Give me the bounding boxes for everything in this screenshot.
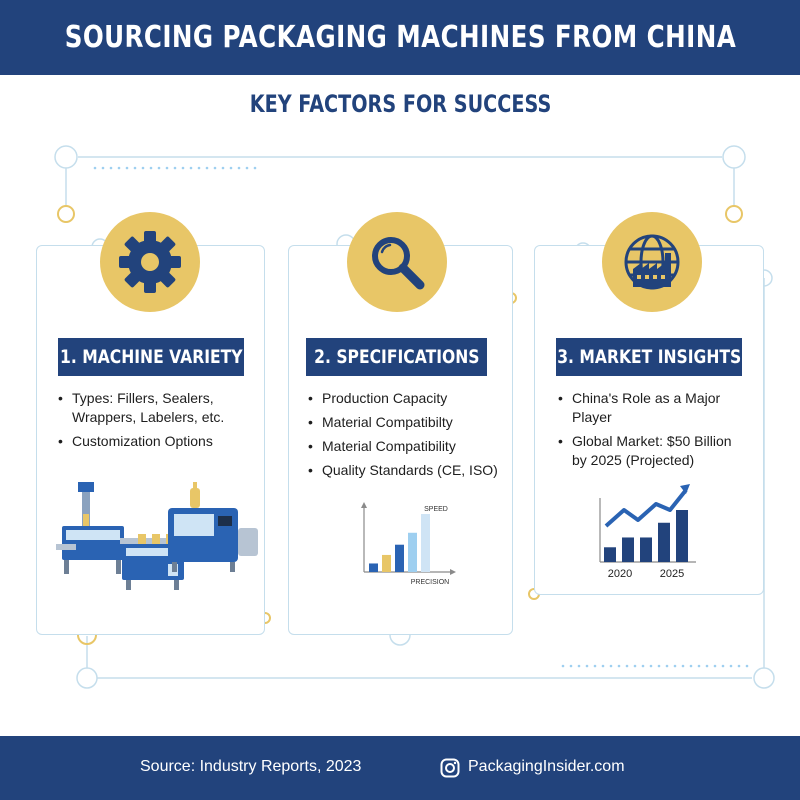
- chart-bar: [658, 522, 670, 562]
- list-item: Quality Standards (CE, ISO): [308, 461, 508, 480]
- chart-bar: [382, 554, 391, 572]
- chart-bar: [395, 544, 404, 572]
- source-text: Source: Industry Reports, 2023: [140, 758, 362, 775]
- packaging-machines-illustration: [56, 482, 258, 590]
- chart-bar: [640, 537, 652, 562]
- label-text: 2. SPECIFICATIONS: [313, 346, 480, 368]
- label-text: 1. MACHINE VARIETY: [59, 346, 243, 368]
- list-item: China's Role as a Major Player: [558, 389, 748, 427]
- card-label-market-insights: 3. MARKET INSIGHTS: [556, 338, 742, 376]
- chart-bar: [622, 537, 634, 562]
- x-tick-label: 2020: [608, 568, 632, 580]
- list-item: Customization Options: [58, 432, 238, 451]
- instagram-icon: [440, 758, 460, 778]
- gear-icon: [119, 231, 181, 293]
- chart-bar: [676, 510, 688, 562]
- chart-bar: [604, 547, 616, 562]
- y-axis-arrow: [361, 502, 367, 508]
- globe-factory-icon: [624, 234, 680, 290]
- card-2-list: Production Capacity Material Compatibilt…: [308, 389, 508, 485]
- chart-bar: [369, 563, 378, 572]
- list-item: Material Compatibilty: [308, 413, 508, 432]
- card-label-machine-variety: 1. MACHINE VARIETY: [58, 338, 244, 376]
- list-item: Production Capacity: [308, 389, 508, 408]
- trend-line: [604, 488, 688, 528]
- specs-bar-chart: SPEED PRECISION: [361, 502, 456, 586]
- list-item: Types: Fillers, Sealers, Wrappers, Label…: [58, 389, 238, 427]
- page-subtitle: KEY FACTORS FOR SUCCESS: [0, 90, 800, 118]
- list-item: Material Compatibility: [308, 437, 508, 456]
- market-growth-chart: 2020 2025: [599, 484, 696, 580]
- subtitle-text: KEY FACTORS FOR SUCCESS: [249, 90, 551, 118]
- magnifier-icon-badge: [347, 212, 447, 312]
- header-banner: SOURCING PACKAGING MACHINES FROM CHINA: [0, 0, 800, 75]
- chart-bar: [421, 514, 430, 572]
- magnifier-icon: [372, 237, 425, 290]
- x-tick-label: 2025: [660, 568, 684, 580]
- page-title: SOURCING PACKAGING MACHINES FROM CHINA: [64, 20, 736, 55]
- gear-icon-badge: [100, 212, 200, 312]
- chart-bar: [408, 532, 417, 572]
- trend-arrow: [680, 484, 690, 494]
- x-axis-label: PRECISION: [411, 579, 450, 586]
- website-link[interactable]: PackagingInsider.com: [468, 758, 625, 775]
- footer: Source: Industry Reports, 2023 Packaging…: [0, 736, 800, 800]
- decorative-connectors: [54, 145, 775, 689]
- y-axis-label: SPEED: [424, 506, 448, 513]
- card-3-list: China's Role as a Major Player Global Ma…: [558, 389, 748, 475]
- label-text: 3. MARKET INSIGHTS: [556, 346, 742, 368]
- card-1-list: Types: Fillers, Sealers, Wrappers, Label…: [58, 389, 238, 456]
- x-axis-arrow: [450, 569, 456, 575]
- card-label-specifications: 2. SPECIFICATIONS: [306, 338, 487, 376]
- globe-factory-icon-badge: [602, 212, 702, 312]
- list-item: Global Market: $50 Billion by 2025 (Proj…: [558, 432, 748, 470]
